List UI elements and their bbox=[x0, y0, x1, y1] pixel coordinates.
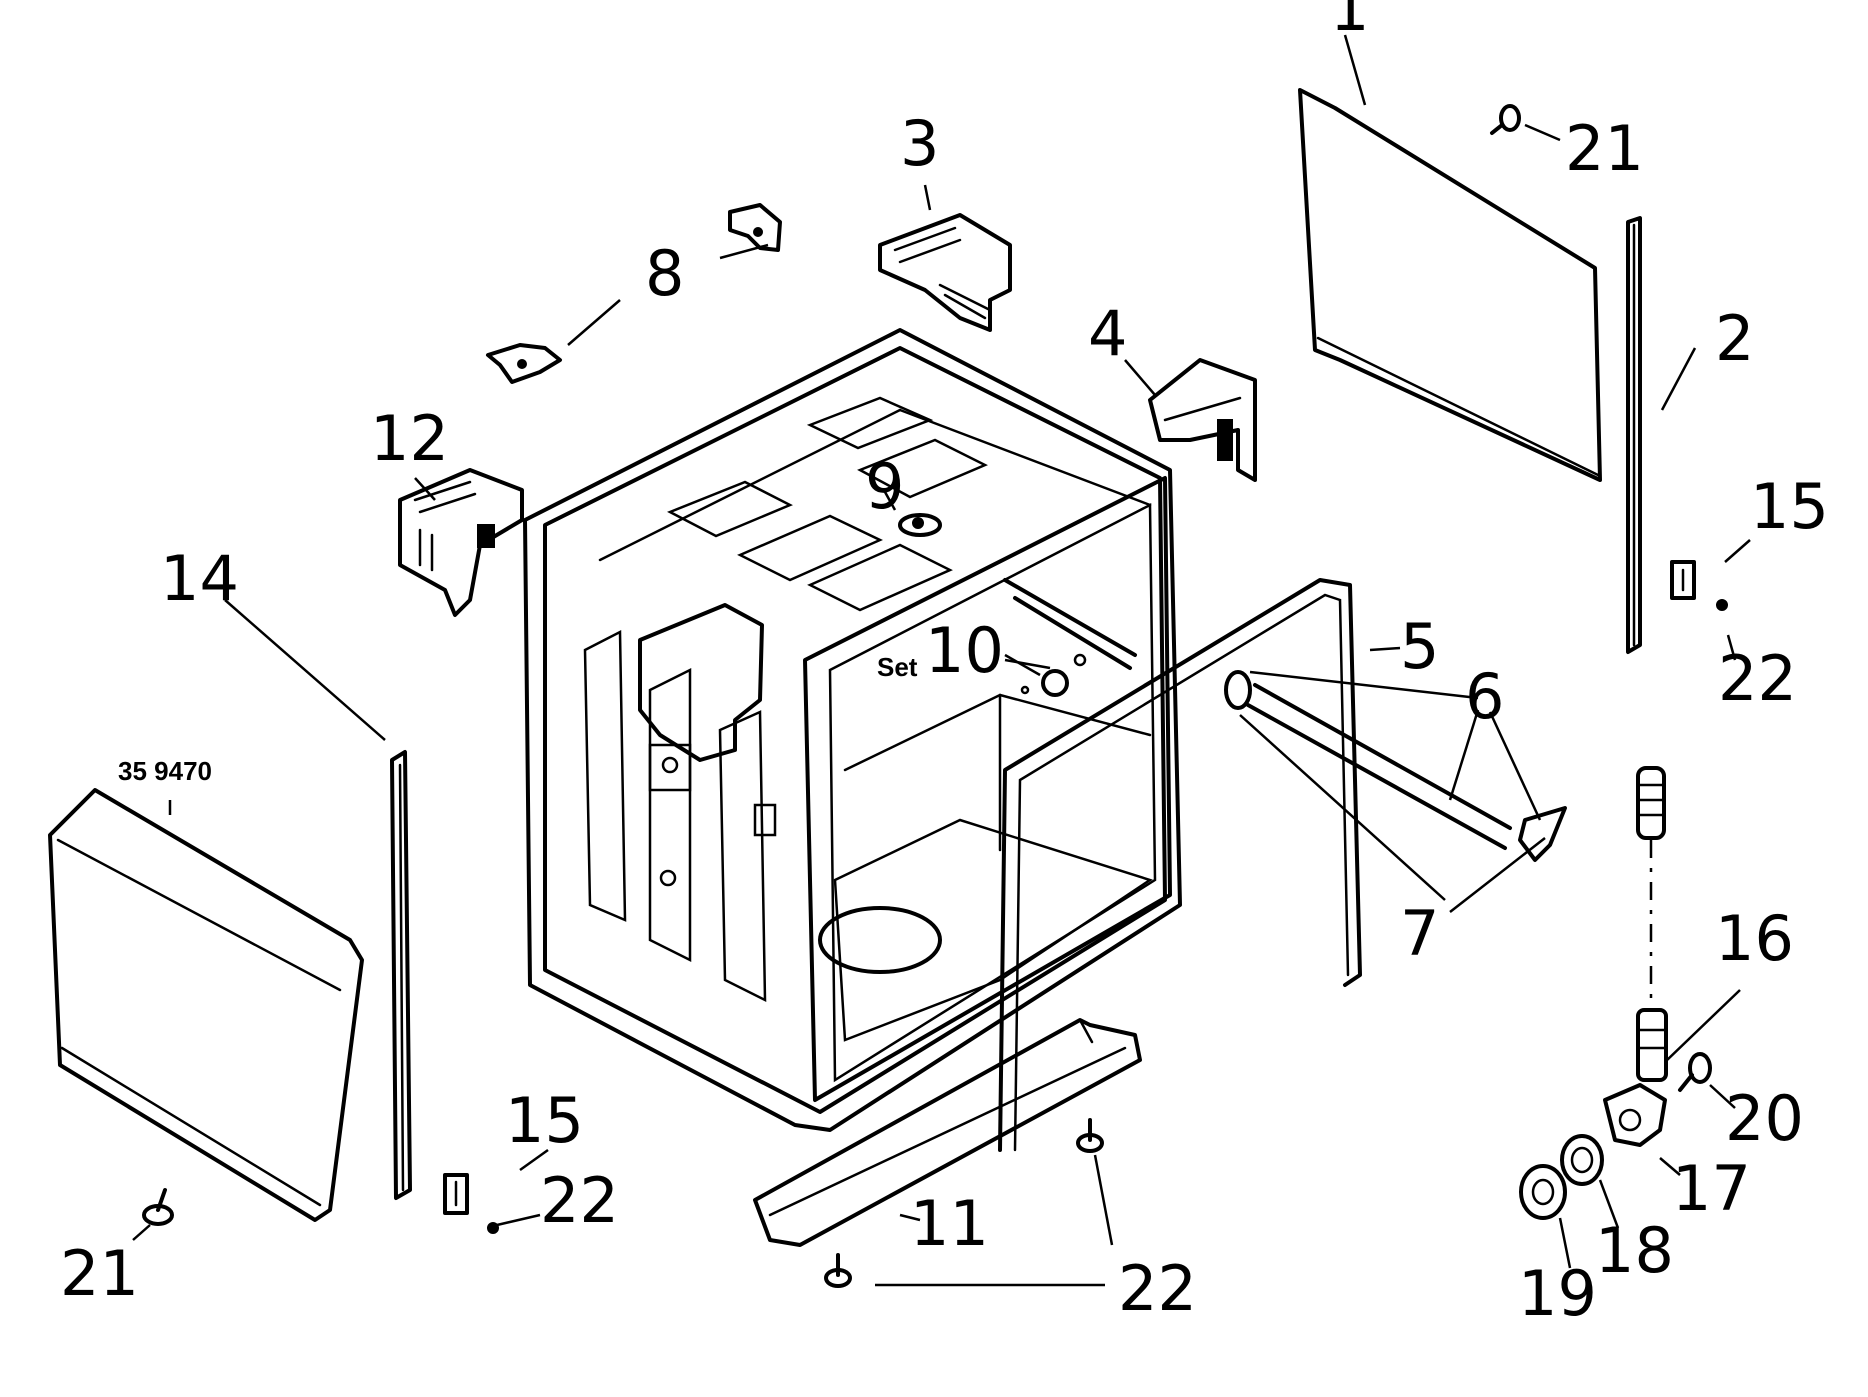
part-15-clips bbox=[443, 560, 1696, 1215]
callout-12: 12 bbox=[370, 402, 449, 475]
callouts: 1 21 2 3 4 8 9 12 14 5 6 7 10 15 22 16 2… bbox=[60, 0, 1829, 1330]
part-8-brackets bbox=[486, 203, 782, 384]
callout-8: 8 bbox=[645, 237, 684, 310]
part-14-strip bbox=[390, 750, 412, 1200]
part-3-bracket bbox=[878, 213, 1012, 332]
callout-22-base: 22 bbox=[1118, 1252, 1197, 1325]
callout-4: 4 bbox=[1088, 297, 1127, 370]
part-12-bracket bbox=[398, 468, 524, 617]
callout-22-left: 22 bbox=[540, 1164, 619, 1237]
callout-17: 17 bbox=[1672, 1152, 1751, 1225]
part-5-gasket bbox=[998, 578, 1362, 1152]
callout-2: 2 bbox=[1715, 302, 1754, 375]
part-1-panel bbox=[1298, 88, 1602, 482]
callout-15-right: 15 bbox=[1750, 470, 1829, 543]
model-label: 35 9470 bbox=[118, 756, 212, 786]
callout-10: 10 bbox=[925, 614, 1004, 687]
callout-16: 16 bbox=[1715, 902, 1794, 975]
callout-7: 7 bbox=[1400, 897, 1439, 970]
part-2-strip bbox=[1626, 216, 1642, 654]
callout-3: 3 bbox=[900, 107, 939, 180]
front-door-panel bbox=[48, 788, 364, 1222]
leader-lines bbox=[132, 34, 1751, 1287]
callout-21-bottom: 21 bbox=[60, 1237, 139, 1310]
part-11-base-rail bbox=[753, 1018, 1142, 1247]
parts-17-18-19-fittings bbox=[1519, 1083, 1667, 1220]
callout-14: 14 bbox=[160, 542, 239, 615]
set-label: Set bbox=[877, 652, 918, 682]
callout-22-right: 22 bbox=[1718, 642, 1797, 715]
screws bbox=[142, 104, 1728, 1288]
callout-21-top: 21 bbox=[1565, 112, 1644, 185]
part-10-rail bbox=[1003, 578, 1137, 697]
part-6-spray-tube bbox=[1224, 670, 1567, 862]
callout-5: 5 bbox=[1400, 610, 1439, 683]
callout-15-left: 15 bbox=[505, 1084, 584, 1157]
callout-9: 9 bbox=[865, 450, 904, 523]
part-4-bracket bbox=[1148, 358, 1257, 482]
part-16-hose bbox=[1636, 766, 1668, 1082]
tub-assembly bbox=[523, 328, 1182, 1132]
callout-11: 11 bbox=[910, 1187, 989, 1260]
callout-6: 6 bbox=[1465, 660, 1504, 733]
callout-20: 20 bbox=[1725, 1082, 1804, 1155]
callout-19: 19 bbox=[1518, 1257, 1597, 1330]
callout-1: 1 bbox=[1330, 0, 1369, 45]
callout-18: 18 bbox=[1595, 1214, 1674, 1287]
